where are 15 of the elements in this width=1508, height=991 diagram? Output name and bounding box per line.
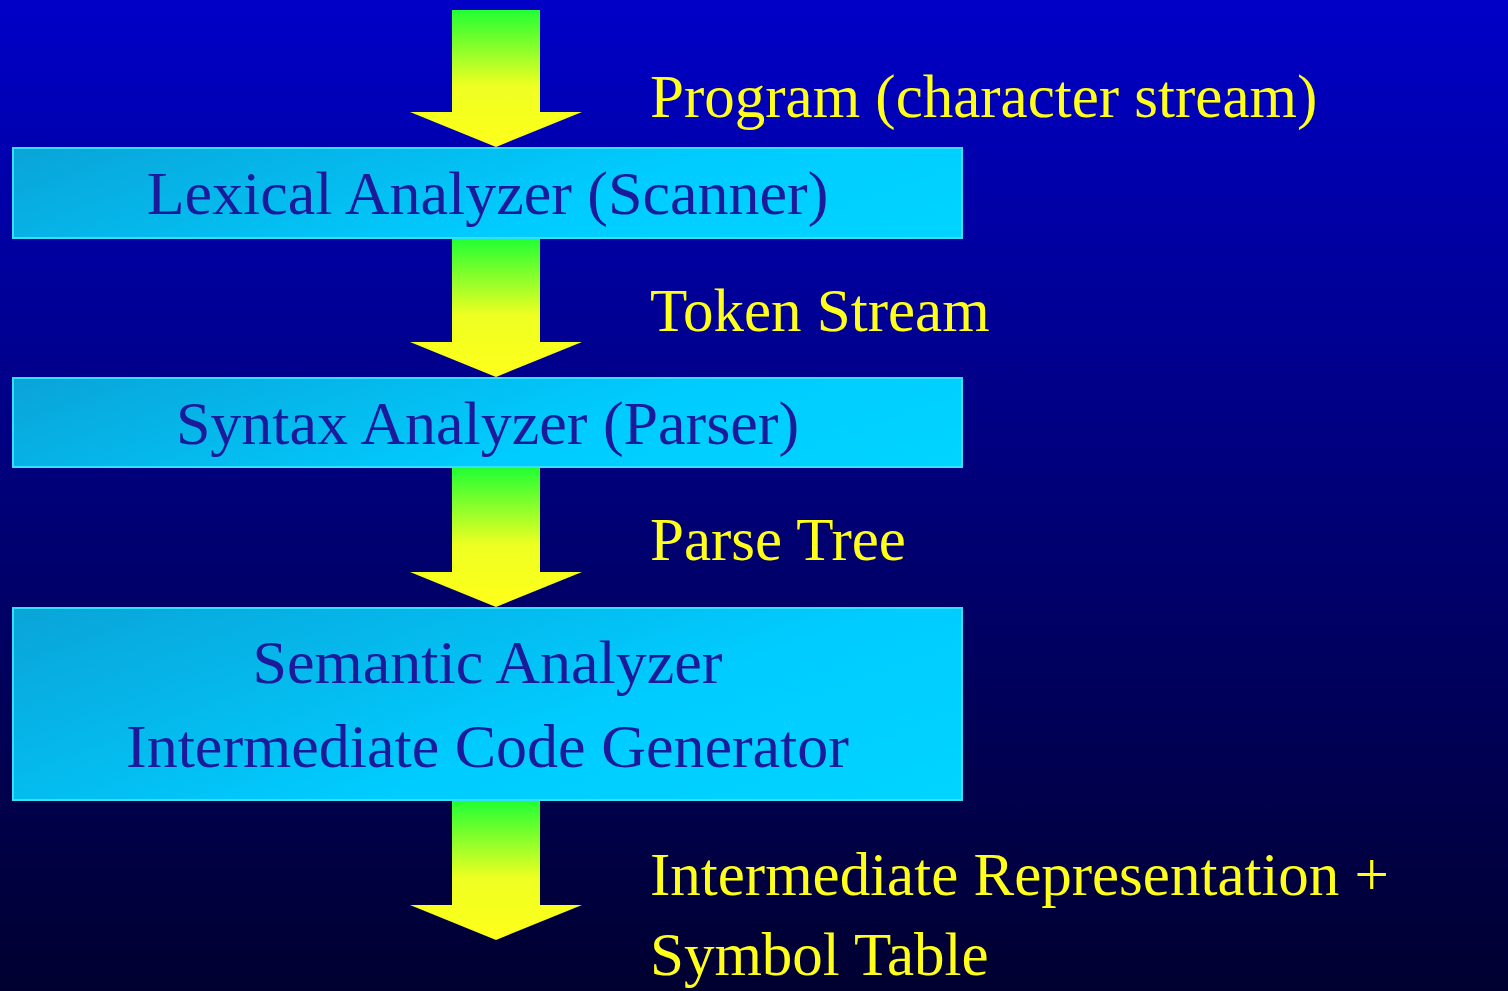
edge-label: Program (character stream): [650, 62, 1319, 132]
block-arrow: [410, 239, 582, 377]
box-label: Lexical Analyzer (Scanner): [146, 158, 829, 229]
block-arrow: [410, 10, 582, 147]
process-box: [12, 607, 963, 801]
box-label: Syntax Analyzer (Parser): [175, 387, 800, 459]
edge-label: Intermediate Representation + Symbol Table: [650, 840, 1390, 990]
process-box: [12, 147, 963, 239]
block-arrow: [410, 801, 582, 940]
box-label: Semantic Analyzer: [252, 627, 723, 698]
box-label: Intermediate Code Generator: [126, 711, 849, 782]
block-arrow: [410, 468, 582, 607]
edge-label: Parse Tree: [650, 505, 907, 575]
process-box: [12, 377, 963, 468]
edge-label: Token Stream: [650, 276, 991, 346]
